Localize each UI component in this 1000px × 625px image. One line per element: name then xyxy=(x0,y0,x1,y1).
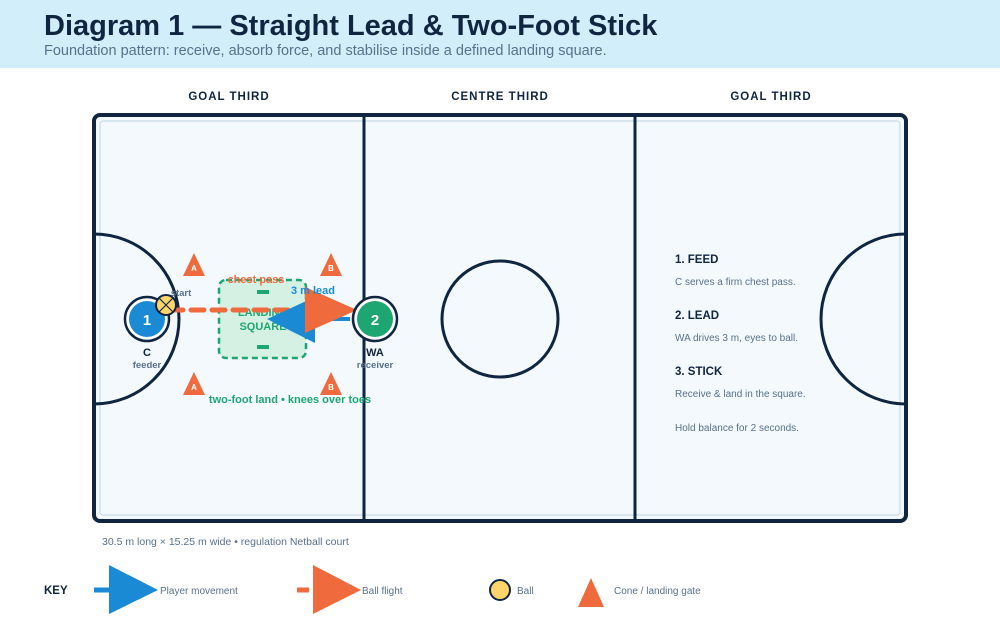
player-movement-arrowhead xyxy=(267,297,315,343)
court-inner-border xyxy=(99,120,901,516)
cone-label-bottom-right: B xyxy=(328,383,334,392)
start-label: start xyxy=(171,288,192,299)
key-cone-icon xyxy=(578,578,604,607)
step-2-text: WA drives 3 m, eyes to ball. xyxy=(675,333,798,344)
step-3-note: Hold balance for 2 seconds. xyxy=(675,423,799,434)
cone-label-top-right: B xyxy=(328,264,334,273)
goal-circle-right xyxy=(819,232,906,406)
key-cone-label: Cone / landing gate xyxy=(614,586,701,597)
landing-foot-mark-bottom xyxy=(257,345,269,349)
third-label-centre: CENTRE THIRD xyxy=(451,91,549,103)
centre-circle xyxy=(440,259,560,379)
cone-icon-bottom-right xyxy=(320,372,342,395)
court-caption: 30.5 m long × 15.25 m wide • regulation … xyxy=(102,536,349,548)
ball-icon xyxy=(155,294,177,316)
key-title: KEY xyxy=(44,585,68,597)
landing-foot-mark-top xyxy=(257,290,269,294)
player-1-role: feeder xyxy=(133,360,162,371)
key-ball-icon xyxy=(489,579,511,601)
step-1-text: C serves a firm chest pass. xyxy=(675,277,796,288)
ball-flight-arrowhead xyxy=(305,287,357,333)
player-2-number: 2 xyxy=(371,312,379,329)
step-3-text: Receive & land in the square. xyxy=(675,389,806,400)
cone-icon-top-left xyxy=(183,253,205,276)
landing-note: two-foot land • knees over toes xyxy=(209,394,371,406)
landing-square-label-line2: SQUARE xyxy=(239,321,286,333)
step-1-heading: 1. FEED xyxy=(675,254,718,266)
key-movement-arrow-icon xyxy=(109,565,158,614)
key-ball-label: Ball xyxy=(517,586,534,597)
key-ball-flight-label: Ball flight xyxy=(362,586,403,597)
player-2-position: WA xyxy=(366,347,384,359)
step-3-heading: 3. STICK xyxy=(675,366,723,378)
player-2-marker xyxy=(357,301,393,337)
third-label-left: GOAL THIRD xyxy=(188,91,269,103)
player-1-marker xyxy=(129,301,165,337)
key-ball-flight-arrow-icon xyxy=(313,565,361,614)
player-1-number: 1 xyxy=(143,312,151,329)
cone-icon-bottom-left xyxy=(183,372,205,395)
player-1-position: C xyxy=(143,347,151,359)
lead-distance-label: 3 m lead xyxy=(291,285,335,297)
goal-circle-left xyxy=(94,232,181,406)
key-movement-label: Player movement xyxy=(160,586,238,597)
diagram-subtitle: Foundation pattern: receive, absorb forc… xyxy=(44,43,607,59)
diagram-title: Diagram 1 — Straight Lead & Two-Foot Sti… xyxy=(44,10,658,42)
court-outline xyxy=(92,113,908,523)
cone-label-top-left: A xyxy=(191,264,197,273)
third-label-right: GOAL THIRD xyxy=(730,91,811,103)
chest-pass-label: chest pass xyxy=(228,274,285,286)
header-banner: Diagram 1 — Straight Lead & Two-Foot Sti… xyxy=(0,0,1000,68)
cone-label-bottom-left: A xyxy=(191,383,197,392)
player-2-role: receiver xyxy=(357,360,394,371)
cone-icon-top-right xyxy=(320,253,342,276)
step-2-heading: 2. LEAD xyxy=(675,310,719,322)
